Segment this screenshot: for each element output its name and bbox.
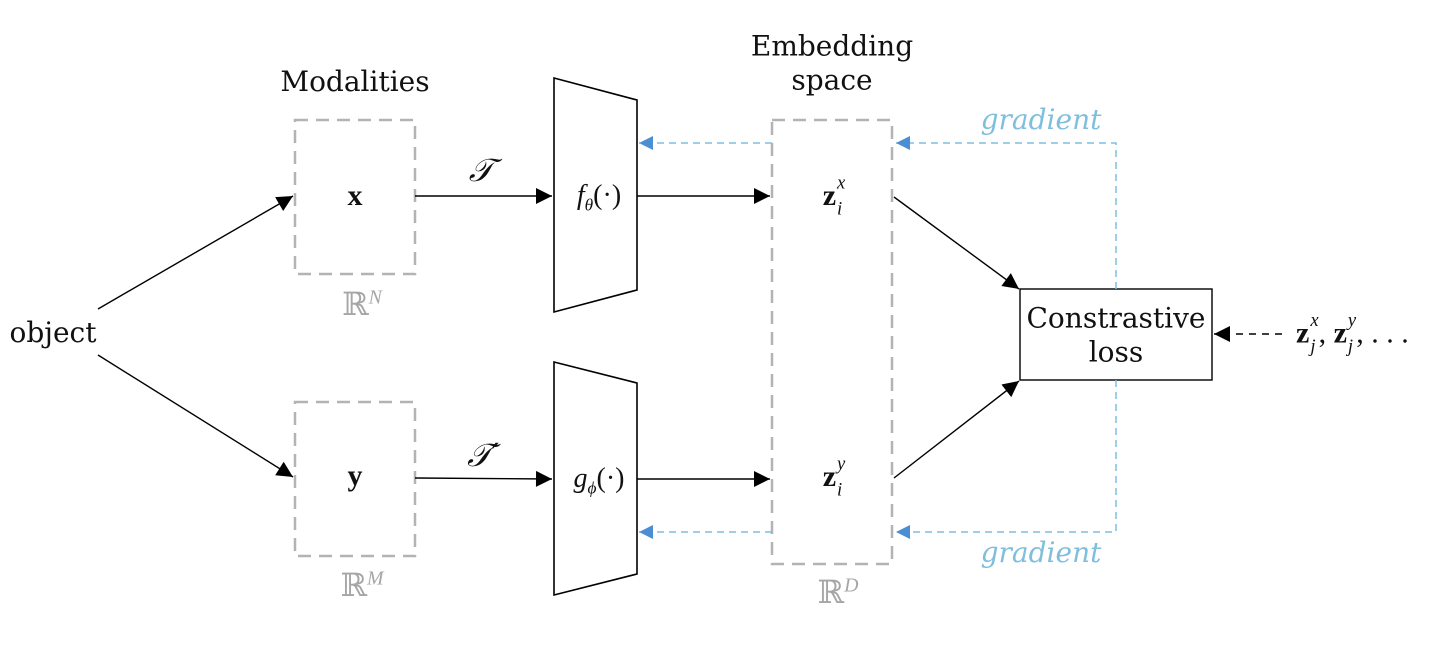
encoder-g-shape (553, 360, 638, 597)
g-arg: (·) (596, 463, 625, 494)
real-m-base: ℝ (340, 567, 368, 603)
real-space-d-label: ℝD (817, 574, 859, 610)
zy-superscript: y (837, 453, 846, 475)
zy-base: z (822, 459, 837, 493)
zx-subscript: i (837, 198, 843, 220)
gradient-path-bottom (896, 380, 1117, 539)
loss-label-line2: loss (1088, 335, 1144, 368)
modalities-title: Modalities (280, 65, 430, 98)
zx-base: z (822, 178, 837, 212)
object-label: object (9, 316, 97, 349)
zx-superscript: x (837, 172, 846, 194)
f-name: f (576, 180, 585, 211)
real-d-exponent: D (844, 574, 859, 597)
gradient-label-top: gradient (980, 103, 1102, 136)
encoder-f-label: fθ(·) (576, 180, 622, 214)
real-d-base: ℝ (817, 574, 845, 610)
encoder-f-shape (553, 76, 638, 314)
transform-t-prime-label: 𝒯′ (467, 436, 499, 474)
arrow-zx-to-loss (893, 196, 1020, 290)
embedding-title-line2: space (791, 63, 873, 96)
neg-z2-base: z (1333, 316, 1347, 350)
arrow-y-to-g (414, 470, 553, 487)
embedding-space-box (770, 118, 894, 566)
zy-subscript: i (837, 479, 843, 501)
real-space-m-label: ℝM (340, 567, 384, 603)
modality-x-symbol: x (347, 179, 363, 212)
contrastive-loss-label: Constrastive loss (1027, 301, 1206, 368)
real-n-exponent: N (368, 286, 382, 309)
neg-z2-superscript: y (1347, 310, 1357, 332)
encoder-g-label: gϕ(·) (573, 463, 625, 497)
transform-t-label: 𝒯 (468, 151, 494, 189)
f-subscript: θ (584, 195, 594, 215)
gradient-path-top (896, 136, 1117, 289)
neg-z2-subscript: j (1347, 336, 1354, 358)
real-space-n-label: ℝN (342, 286, 382, 322)
modality-y-box (293, 400, 417, 558)
modality-x-box (293, 118, 417, 276)
gradient-label-bottom: gradient (980, 536, 1102, 569)
embedding-space-title: Embedding space (751, 29, 913, 96)
g-subscript: ϕ (587, 478, 597, 498)
arrow-object-to-y (97, 354, 294, 478)
neg-z1-subscript: j (1310, 336, 1316, 358)
embedding-title-line1: Embedding (750, 29, 914, 63)
neg-separator: , (1318, 316, 1334, 350)
arrow-object-to-x (97, 195, 294, 310)
real-n-base: ℝ (342, 286, 369, 322)
real-m-exponent: M (367, 567, 384, 590)
loss-label-line1: Constrastive (1026, 301, 1206, 335)
modality-y-symbol: y (347, 459, 363, 492)
f-arg: (·) (593, 180, 622, 211)
g-name: g (573, 463, 588, 494)
neg-z1-superscript: x (1310, 310, 1319, 332)
arrow-zy-to-loss (893, 380, 1020, 479)
neg-tail: , . . . (1356, 316, 1409, 350)
neg-z1-base: z (1296, 316, 1310, 350)
